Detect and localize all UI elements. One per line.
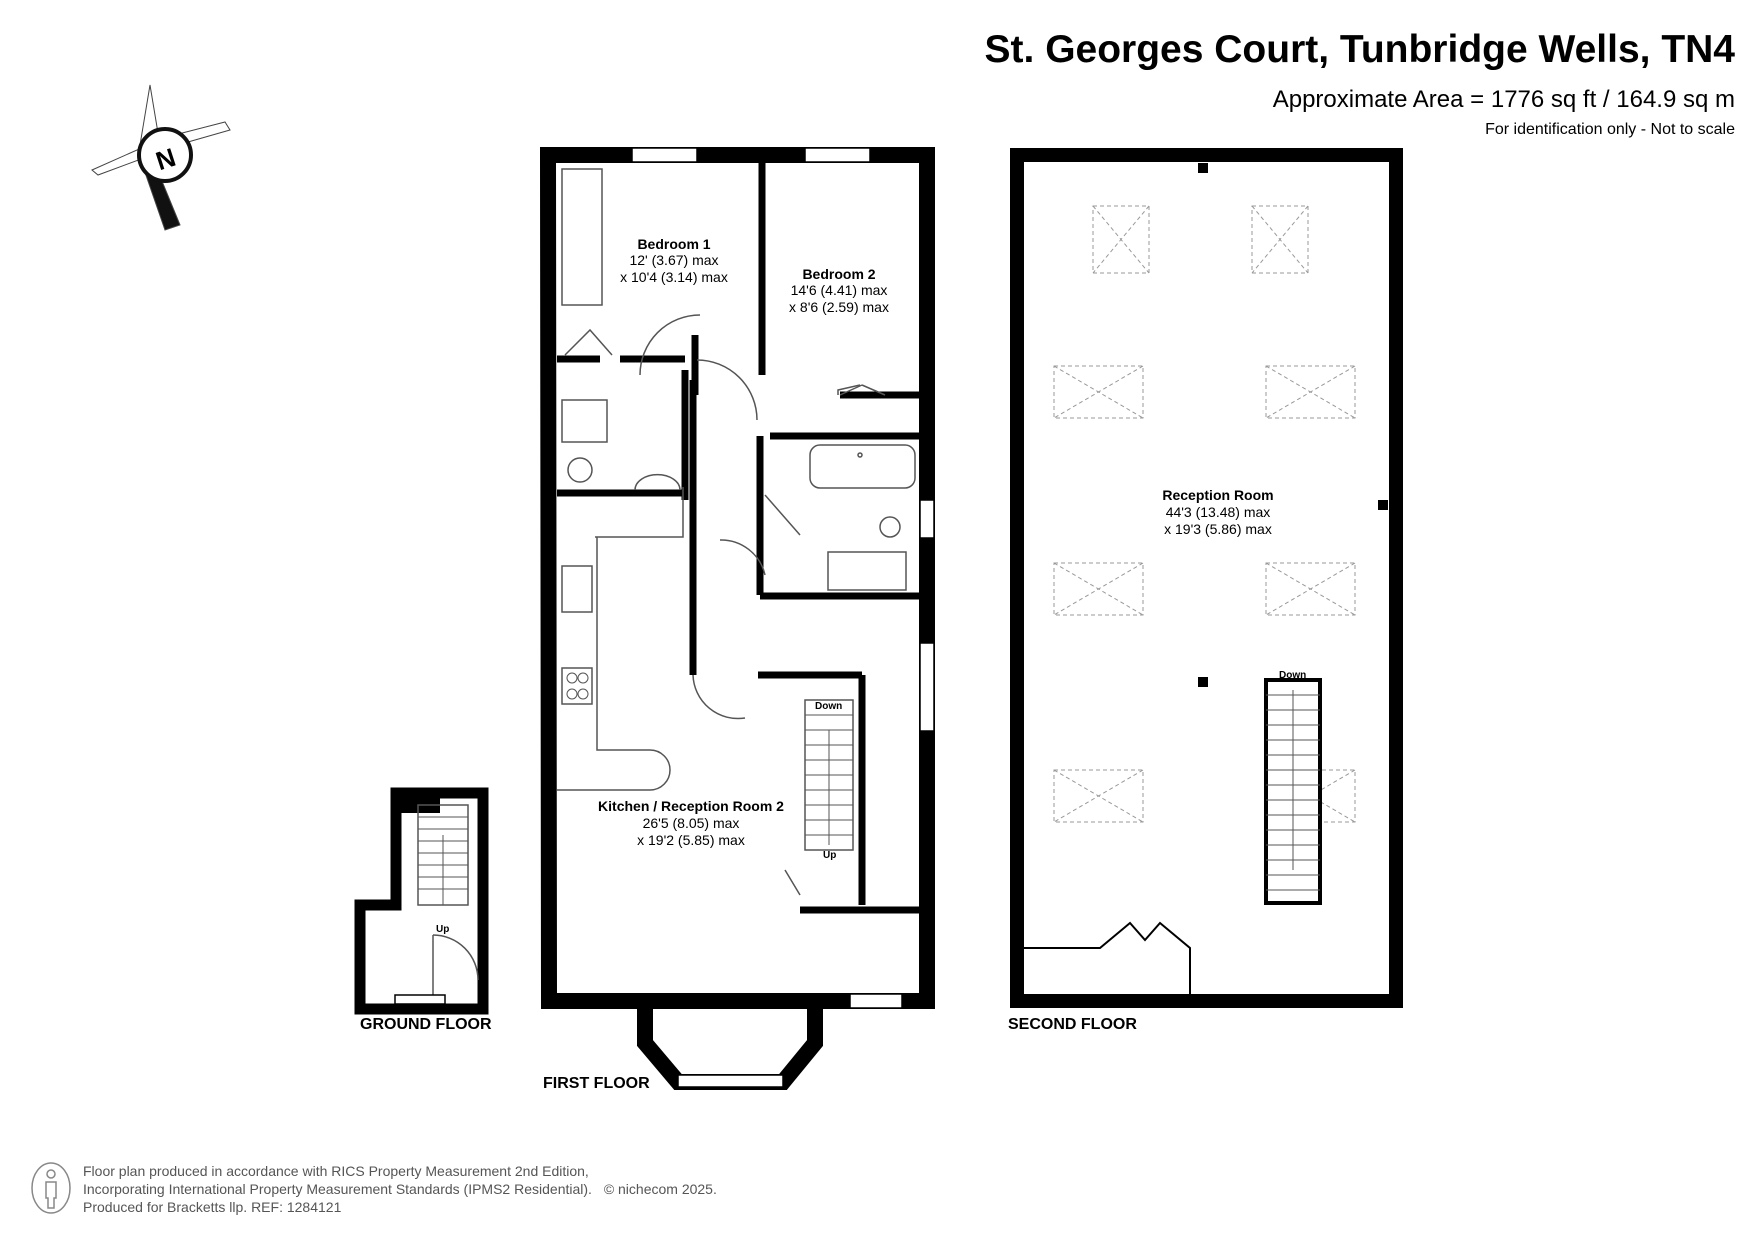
first-floor-label: FIRST FLOOR	[543, 1075, 650, 1092]
identification-note: For identification only - Not to scale	[1485, 121, 1735, 138]
first-stairs-up-label: Up	[823, 850, 836, 861]
kitchen-worktop	[557, 487, 684, 791]
footer-line-2: Incorporating International Property Mea…	[83, 1181, 717, 1197]
footer-line-3: Produced for Bracketts llp. REF: 1284121	[83, 1199, 342, 1215]
approximate-area: Approximate Area = 1776 sq ft / 164.9 sq…	[1272, 86, 1735, 113]
room-name: Kitchen / Reception Room 2	[598, 798, 784, 814]
room-dimension: x 19'3 (5.86) max	[1164, 521, 1272, 537]
window	[677, 1074, 784, 1088]
window	[849, 993, 903, 1009]
window	[919, 642, 935, 732]
footer-standards-text: Incorporating International Property Mea…	[83, 1181, 592, 1197]
ground-stairs-up-label: Up	[436, 924, 449, 935]
wardrobe	[561, 168, 603, 306]
room-dimension: x 10'4 (3.14) max	[620, 269, 728, 285]
footer-copyright: © nichecom 2025.	[603, 1181, 717, 1197]
room-dimension: 44'3 (13.48) max	[1166, 504, 1271, 520]
room-dimension: 26'5 (8.05) max	[643, 815, 740, 831]
second-stairs-down-label: Down	[1279, 670, 1306, 681]
first-floor-outer-walls	[539, 147, 935, 1009]
hob-icon	[561, 667, 593, 705]
second-floor-label: SECOND FLOOR	[1008, 1016, 1137, 1033]
ground-floor-label: GROUND FLOOR	[360, 1016, 492, 1033]
ground-floor-plan	[354, 787, 489, 1015]
room-dimension: 12' (3.67) max	[629, 252, 718, 268]
room-dimension: 14'6 (4.41) max	[791, 282, 888, 298]
first-floor-plan	[539, 147, 935, 1090]
second-floor-plan	[1010, 148, 1403, 1008]
room-dimension: x 8'6 (2.59) max	[789, 299, 889, 315]
window	[631, 147, 698, 163]
first-stairs-down-label: Down	[815, 701, 842, 712]
window	[919, 499, 935, 539]
page-title: St. Georges Court, Tunbridge Wells, TN4	[984, 28, 1735, 71]
eaves-storage	[1024, 921, 1191, 994]
north-compass-icon	[91, 84, 231, 231]
room-name: Reception Room	[1162, 487, 1273, 503]
skylights	[1053, 205, 1356, 823]
room-name: Bedroom 2	[802, 266, 875, 282]
footer-line-1: Floor plan produced in accordance with R…	[83, 1163, 589, 1179]
bay-window	[637, 1001, 823, 1090]
person-icon	[31, 1162, 71, 1214]
ground-floor-outline	[354, 787, 489, 1015]
room-dimension: x 19'2 (5.85) max	[637, 832, 745, 848]
second-floor-outer-walls	[1010, 148, 1403, 1008]
window	[804, 147, 871, 163]
room-name: Bedroom 1	[637, 236, 710, 252]
bath	[809, 444, 916, 489]
sink-icon	[561, 565, 593, 613]
